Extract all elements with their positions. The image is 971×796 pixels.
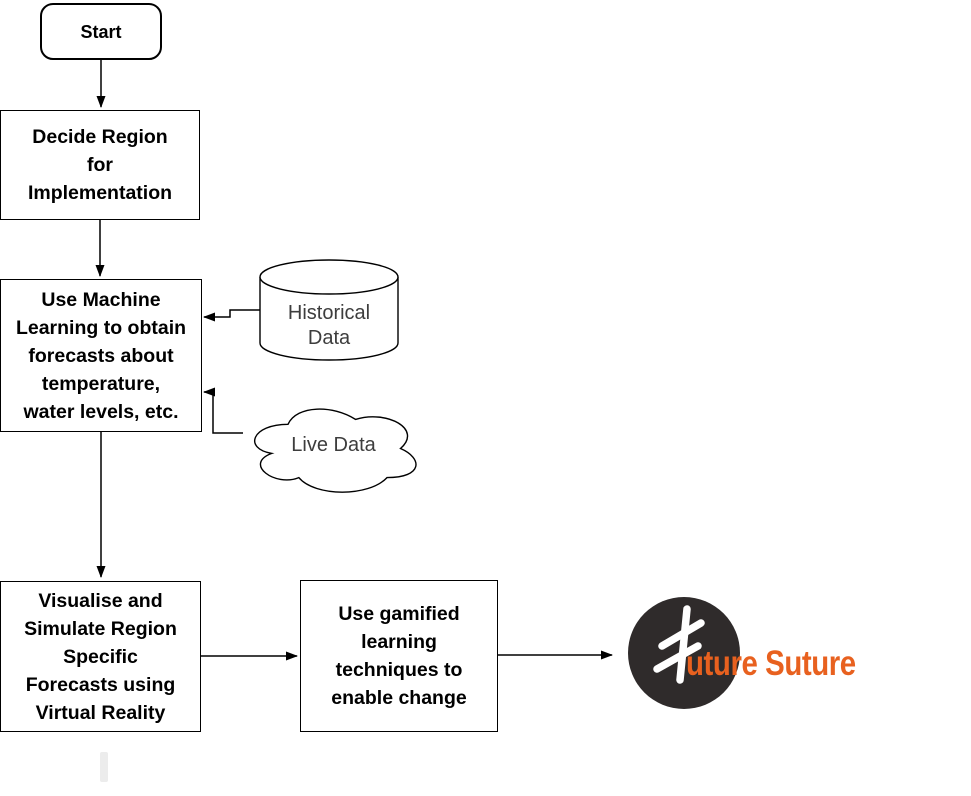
cylinder-body [259, 277, 399, 361]
node-gamified-learning-label: Use gamified learning techniques to enab… [331, 603, 467, 709]
suture-stitch-icon [653, 605, 705, 684]
historical-data-label: Historical Data [287, 302, 371, 349]
node-decide-region: Decide Region for Implementation [0, 110, 200, 220]
stray-highlight-bar [100, 752, 108, 782]
future-suture-logo-icon [628, 597, 740, 709]
future-suture-logo-text: uture Suture [686, 644, 856, 683]
node-machine-learning: Use Machine Learning to obtain forecasts… [0, 279, 202, 432]
live-data-cloud [254, 408, 417, 493]
node-start-label: Start [80, 21, 122, 42]
node-start: Start [40, 3, 162, 60]
historical-data-cylinder [259, 259, 399, 361]
node-machine-learning-label: Use Machine Learning to obtain forecasts… [15, 288, 187, 423]
connector-live-to-ml [203, 387, 243, 434]
node-visualise-vr-label: Visualise and Simulate Region Specific F… [24, 589, 177, 724]
cylinder-top [259, 259, 399, 295]
live-data-label: Live Data [291, 434, 376, 456]
node-visualise-vr: Visualise and Simulate Region Specific F… [0, 581, 201, 732]
connector-historical-to-ml [203, 309, 260, 322]
node-decide-region-label: Decide Region for Implementation [27, 126, 173, 204]
node-gamified-learning: Use gamified learning techniques to enab… [300, 580, 498, 732]
